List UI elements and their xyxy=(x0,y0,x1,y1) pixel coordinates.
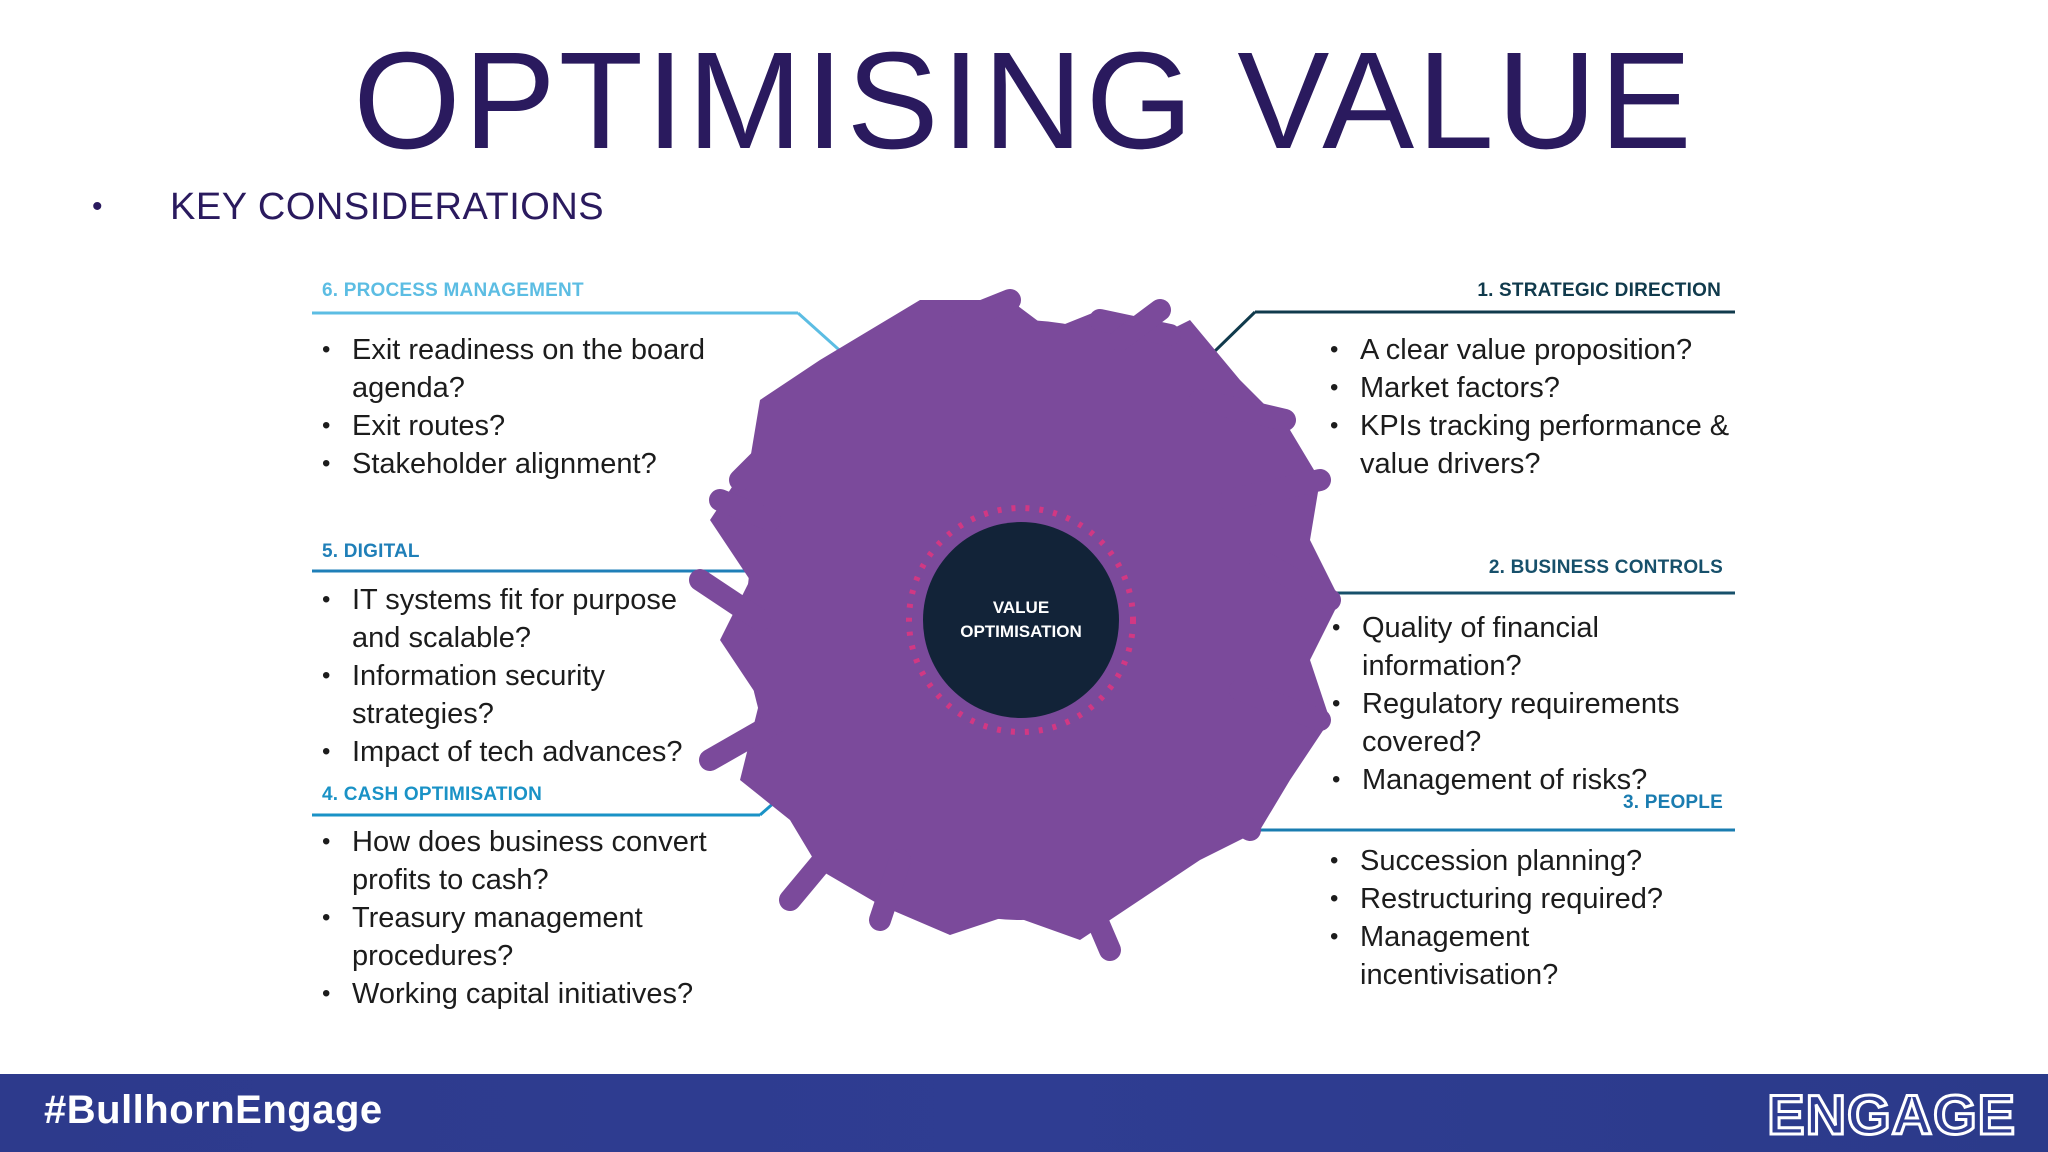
scribble-stroke xyxy=(729,419,801,491)
section-5-item: IT systems fit for purpose and scalable? xyxy=(322,581,722,657)
section-4-item: Treasury management procedures? xyxy=(322,899,742,975)
engage-logo: ENGAGE xyxy=(1766,1082,2017,1148)
section-6-list: Exit readiness on the board agenda? Exit… xyxy=(322,331,742,483)
section-4-heading: 4. CASH OPTIMISATION xyxy=(322,784,543,805)
hub-glow xyxy=(906,505,1136,735)
footer-hashtag: #BullhornEngage xyxy=(44,1088,383,1132)
scribble-stroke xyxy=(869,849,911,931)
section-5-item: Information security strategies? xyxy=(322,657,722,733)
section-3-item: Management incentivisation? xyxy=(1330,918,1730,994)
section-1-item: Market factors? xyxy=(1330,369,1730,407)
scribble-stroke xyxy=(1169,779,1261,841)
section-5-heading: 5. DIGITAL xyxy=(322,541,420,562)
scribble-stroke xyxy=(1069,869,1121,961)
hub-label-line2: OPTIMISATION xyxy=(960,622,1082,641)
subtitle-bullet: • xyxy=(92,190,103,223)
section-3-heading: 3. PEOPLE xyxy=(1622,792,1723,813)
section-1-item: KPIs tracking performance & value driver… xyxy=(1330,407,1730,483)
section-2-item: Regulatory requirements covered? xyxy=(1332,685,1732,761)
value-optimisation-hub: VALUE OPTIMISATION xyxy=(923,522,1119,718)
scribble-stroke xyxy=(1249,549,1341,611)
footer-bar: #BullhornEngage ENGAGE xyxy=(0,1074,2048,1152)
section-6-heading: 6. PROCESS MANAGEMENT xyxy=(322,280,584,301)
section-6-item: Exit readiness on the board agenda? xyxy=(322,331,742,407)
section-5-list: IT systems fit for purpose and scalable?… xyxy=(322,581,722,771)
section-1-heading: 1. STRATEGIC DIRECTION xyxy=(1477,280,1721,301)
section-3-item: Succession planning? xyxy=(1330,842,1730,880)
scribble-stroke xyxy=(809,349,871,431)
section-6-item: Stakeholder alignment? xyxy=(322,445,742,483)
scribble-stroke xyxy=(1189,389,1296,431)
section-2-heading: 2. BUSINESS CONTROLS xyxy=(1488,557,1723,578)
scribble-stroke xyxy=(1229,679,1331,731)
scribble-stroke xyxy=(1109,299,1171,351)
page-title: OPTIMISING VALUE xyxy=(353,24,1695,178)
scribble-stroke xyxy=(949,289,1021,331)
scribble-stroke xyxy=(709,489,781,531)
section-2-item: Management of risks? xyxy=(1332,761,1732,799)
section-4-item: Working capital initiatives? xyxy=(322,975,742,1013)
section-3-list: Succession planning? Restructuring requi… xyxy=(1330,842,1730,994)
section-2-list: Quality of financial information? Regula… xyxy=(1332,609,1732,799)
section-1-list: A clear value proposition? Market factor… xyxy=(1330,331,1730,483)
section-1-item: A clear value proposition? xyxy=(1330,331,1730,369)
section-3-item: Restructuring required? xyxy=(1330,880,1730,918)
scribble-stroke xyxy=(1219,469,1331,511)
section-4-list: How does business convert profits to cas… xyxy=(322,823,742,1013)
section-2-item: Quality of financial information? xyxy=(1332,609,1732,685)
hub-label-line1: VALUE xyxy=(992,598,1050,617)
subtitle: KEY CONSIDERATIONS xyxy=(170,186,605,228)
section-5-item: Impact of tech advances? xyxy=(322,733,722,771)
scribble-stroke xyxy=(779,829,851,911)
section-6-item: Exit routes? xyxy=(322,407,742,445)
section-4-item: How does business convert profits to cas… xyxy=(322,823,742,899)
